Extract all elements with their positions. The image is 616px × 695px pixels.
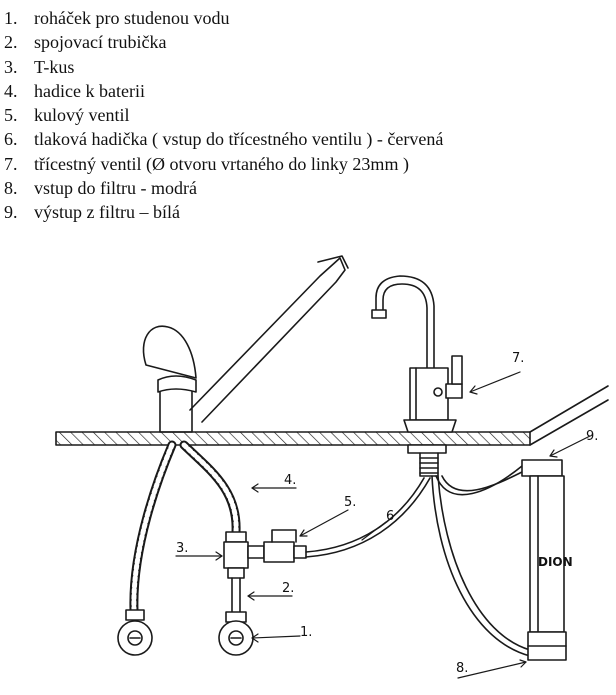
- legend-item: 1. roháček pro studenou vodu: [4, 6, 443, 30]
- legend-text: výstup z filtru – bílá: [34, 202, 180, 223]
- legend-text: třícestný ventil (Ø otvoru vrtaného do l…: [34, 153, 409, 174]
- legend-item: 9. výstup z filtru – bílá: [4, 200, 443, 224]
- braided-hoses: [129, 440, 241, 615]
- pressure-tube: [305, 477, 431, 558]
- callout-9: 9.: [586, 429, 598, 444]
- filter-label: DION: [538, 555, 573, 569]
- legend-text: vstup do filtru - modrá: [34, 178, 197, 199]
- callout-5: 5.: [344, 495, 356, 510]
- legend-number: 6.: [4, 129, 18, 150]
- left-angle-valve: [117, 609, 153, 656]
- callout-2: 2.: [282, 581, 294, 596]
- mixer-tap: [142, 255, 349, 433]
- legend-item: 6. tlaková hadička ( vstup do třícestného…: [4, 127, 443, 151]
- filter-tubes: [431, 465, 531, 657]
- legend-text: spojovací trubička: [34, 32, 167, 53]
- legend-item: 7. třícestný ventil (Ø otvoru vrtaného do…: [4, 152, 443, 176]
- countertop: [55, 385, 609, 446]
- legend-number: 7.: [4, 153, 18, 174]
- legend-number: 1.: [4, 8, 18, 28]
- legend-number: 8.: [4, 178, 18, 199]
- legend-text: hadice k baterii: [34, 80, 145, 101]
- callout-7: 7.: [512, 351, 524, 366]
- legend-number: 2.: [4, 32, 18, 53]
- legend-item: 8. vstup do filtru - modrá: [4, 176, 443, 200]
- legend-number: 3.: [4, 56, 18, 77]
- legend-item: 3. T-kus: [4, 55, 443, 79]
- legend-text: tlaková hadička ( vstup do třícestného v…: [34, 129, 444, 150]
- ball-valve: [247, 529, 307, 563]
- callout-arrows: [175, 371, 591, 679]
- callout-1: 1.: [300, 625, 312, 640]
- legend-number: 4.: [4, 80, 18, 101]
- legend-item: 2. spojovací trubička: [4, 30, 443, 54]
- filter-faucet: [371, 275, 463, 433]
- legend-number: 9.: [4, 202, 18, 223]
- legend-item: 5. kulový ventil: [4, 103, 443, 127]
- callout-3: 3.: [176, 541, 188, 556]
- legend-list: 1. roháček pro studenou vodu 2. spojovací …: [4, 6, 443, 225]
- legend-text: kulový ventil: [34, 105, 130, 126]
- faucet-shank: [407, 444, 447, 477]
- callout-4: 4.: [284, 473, 296, 488]
- callout-8: 8.: [456, 661, 468, 676]
- legend-text: roháček pro studenou vodu: [34, 8, 230, 28]
- callout-6: 6: [386, 509, 394, 524]
- legend-number: 5.: [4, 105, 18, 126]
- filter-cartridge: [521, 459, 567, 661]
- legend-text: T-kus: [34, 56, 75, 77]
- legend-item: 4. hadice k baterii: [4, 79, 443, 103]
